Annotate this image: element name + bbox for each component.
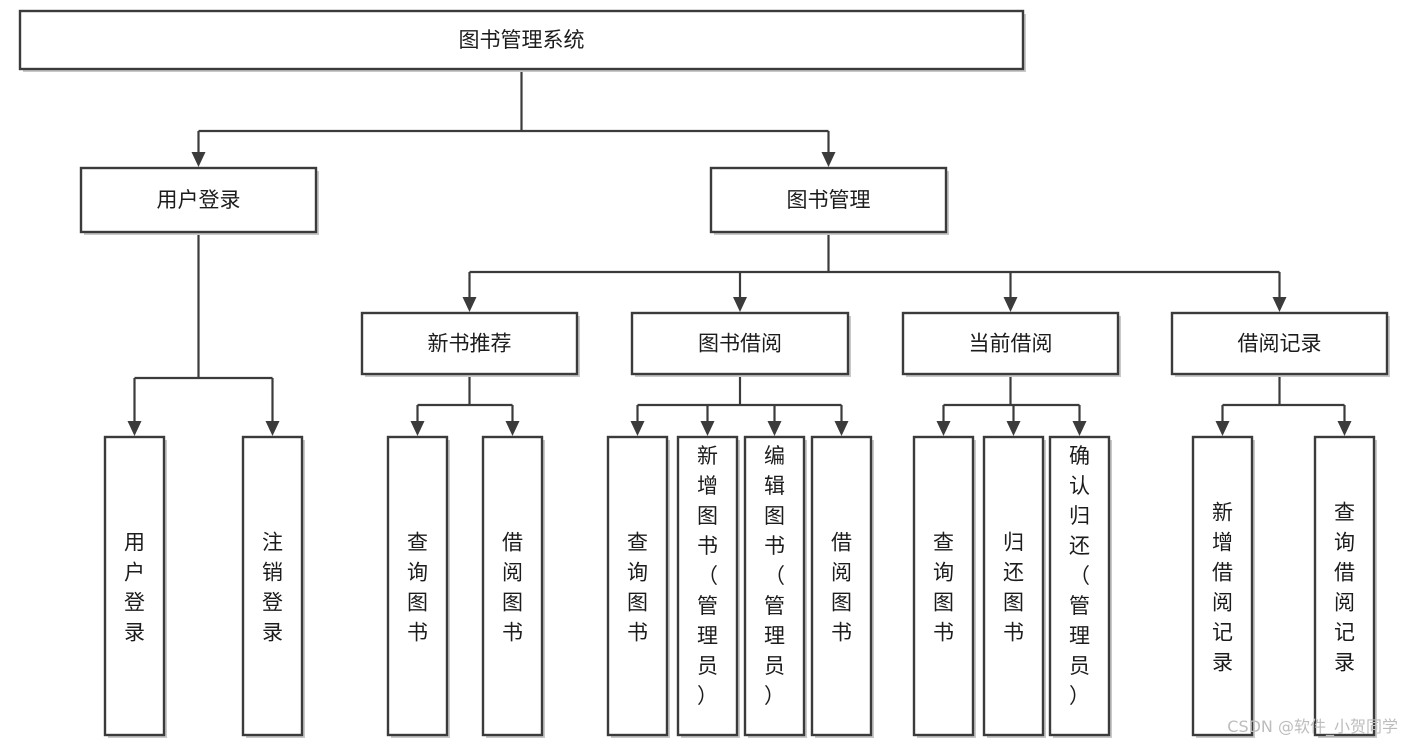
node-border xyxy=(1313,435,1376,737)
edge-book-borrow-arrow-3 xyxy=(834,421,849,436)
node-border xyxy=(241,435,304,737)
node-border xyxy=(18,9,1025,71)
edge-borrow-record-arrow-1 xyxy=(1337,421,1352,436)
node-label: 归还图书 xyxy=(1003,530,1024,644)
node-label: 借阅图书 xyxy=(502,530,523,644)
node-label: 借阅图书 xyxy=(831,530,852,644)
edge-current-borrow-arrow-0 xyxy=(936,421,951,436)
node-label: 编辑图书（管理员） xyxy=(764,444,785,708)
node-label: 图书借阅 xyxy=(698,332,782,356)
node-label: 当前借阅 xyxy=(969,332,1053,356)
node-leaf-add-borrow-record[interactable]: 新增借阅记录 xyxy=(1191,435,1255,738)
node-border xyxy=(79,166,318,234)
node-label: 查询借阅记录 xyxy=(1334,500,1355,674)
edge-user-login-arrow-1 xyxy=(265,421,280,436)
node-leaf-query-borrow-record[interactable]: 查询借阅记录 xyxy=(1313,435,1377,738)
node-leaf-user-login[interactable]: 用户登录 xyxy=(103,435,167,738)
node-current-borrow[interactable]: 当前借阅 xyxy=(901,311,1121,377)
edge-book-borrow-arrow-1 xyxy=(700,421,715,436)
node-root[interactable]: 图书管理系统 xyxy=(18,9,1026,72)
node-border xyxy=(1191,435,1254,737)
node-label: 新增借阅记录 xyxy=(1212,500,1233,674)
edge-borrow-record-arrow-0 xyxy=(1215,421,1230,436)
node-leaf-add-book-admin[interactable]: 新增图书（管理员） xyxy=(676,435,740,738)
node-border xyxy=(1170,311,1389,376)
node-label: 借阅记录 xyxy=(1238,332,1322,356)
node-label: 新书推荐 xyxy=(428,332,512,356)
node-label: 查询图书 xyxy=(407,530,428,644)
edge-bookmgmt-arrow-3 xyxy=(1272,297,1287,312)
node-label: 图书管理系统 xyxy=(459,28,585,52)
edge-bookmgmt-arrow-2 xyxy=(1003,297,1018,312)
node-leaf-edit-book-admin[interactable]: 编辑图书（管理员） xyxy=(743,435,807,738)
node-new-book-recommend[interactable]: 新书推荐 xyxy=(360,311,580,377)
edge-bookmgmt-arrow-1 xyxy=(733,297,747,312)
csdn-watermark: CSDN @软件_小贺同学 xyxy=(1227,717,1398,737)
node-label: 用户登录 xyxy=(124,530,145,644)
node-book-borrow[interactable]: 图书借阅 xyxy=(630,311,851,377)
edge-user-login-arrow-0 xyxy=(127,421,142,436)
node-leaf-logout[interactable]: 注销登录 xyxy=(241,435,305,738)
node-border xyxy=(676,435,739,737)
edge-book-borrow-arrow-0 xyxy=(630,421,645,436)
node-user-login[interactable]: 用户登录 xyxy=(79,166,319,235)
node-leaf-borrow-book[interactable]: 借阅图书 xyxy=(810,435,874,738)
node-border xyxy=(901,311,1120,376)
edge-book-borrow-arrow-2 xyxy=(767,421,782,436)
edge-root-arrow-0 xyxy=(191,152,206,167)
node-border xyxy=(386,435,449,737)
edge-current-borrow-arrow-1 xyxy=(1006,421,1021,436)
node-label: 图书管理 xyxy=(787,188,871,212)
node-border xyxy=(982,435,1045,737)
node-border xyxy=(103,435,166,737)
nodes-layer: 图书管理系统用户登录图书管理新书推荐图书借阅当前借阅借阅记录用户登录注销登录查询… xyxy=(18,9,1390,738)
node-book-management[interactable]: 图书管理 xyxy=(709,166,949,235)
node-border xyxy=(810,435,873,737)
node-leaf-confirm-return-admin[interactable]: 确认归还（管理员） xyxy=(1048,435,1112,738)
node-leaf-return-book[interactable]: 归还图书 xyxy=(982,435,1046,738)
node-label: 注销登录 xyxy=(262,530,283,644)
edges-layer xyxy=(127,69,1352,436)
node-border xyxy=(360,311,579,376)
node-border xyxy=(743,435,806,737)
node-label: 查询图书 xyxy=(627,530,648,644)
node-leaf-query-book[interactable]: 查询图书 xyxy=(606,435,670,738)
node-border xyxy=(630,311,850,376)
node-borrow-record[interactable]: 借阅记录 xyxy=(1170,311,1390,377)
node-leaf-borrow-book-recommend[interactable]: 借阅图书 xyxy=(481,435,545,738)
node-border xyxy=(709,166,948,234)
node-label: 查询图书 xyxy=(933,530,954,644)
edge-new-book-recommend-arrow-1 xyxy=(505,421,520,436)
node-label: 确认归还（管理员） xyxy=(1069,444,1090,708)
node-leaf-query-book-current[interactable]: 查询图书 xyxy=(912,435,976,738)
edge-root-arrow-1 xyxy=(821,152,836,167)
node-border xyxy=(1048,435,1111,737)
node-border xyxy=(481,435,544,737)
node-border xyxy=(912,435,975,737)
edge-new-book-recommend-arrow-0 xyxy=(410,421,425,436)
edge-current-borrow-arrow-2 xyxy=(1072,421,1087,436)
edge-bookmgmt-arrow-0 xyxy=(462,297,477,312)
node-label: 新增图书（管理员） xyxy=(697,444,718,708)
node-label: 用户登录 xyxy=(157,188,241,212)
node-leaf-query-book-recommend[interactable]: 查询图书 xyxy=(386,435,450,738)
node-border xyxy=(606,435,669,737)
